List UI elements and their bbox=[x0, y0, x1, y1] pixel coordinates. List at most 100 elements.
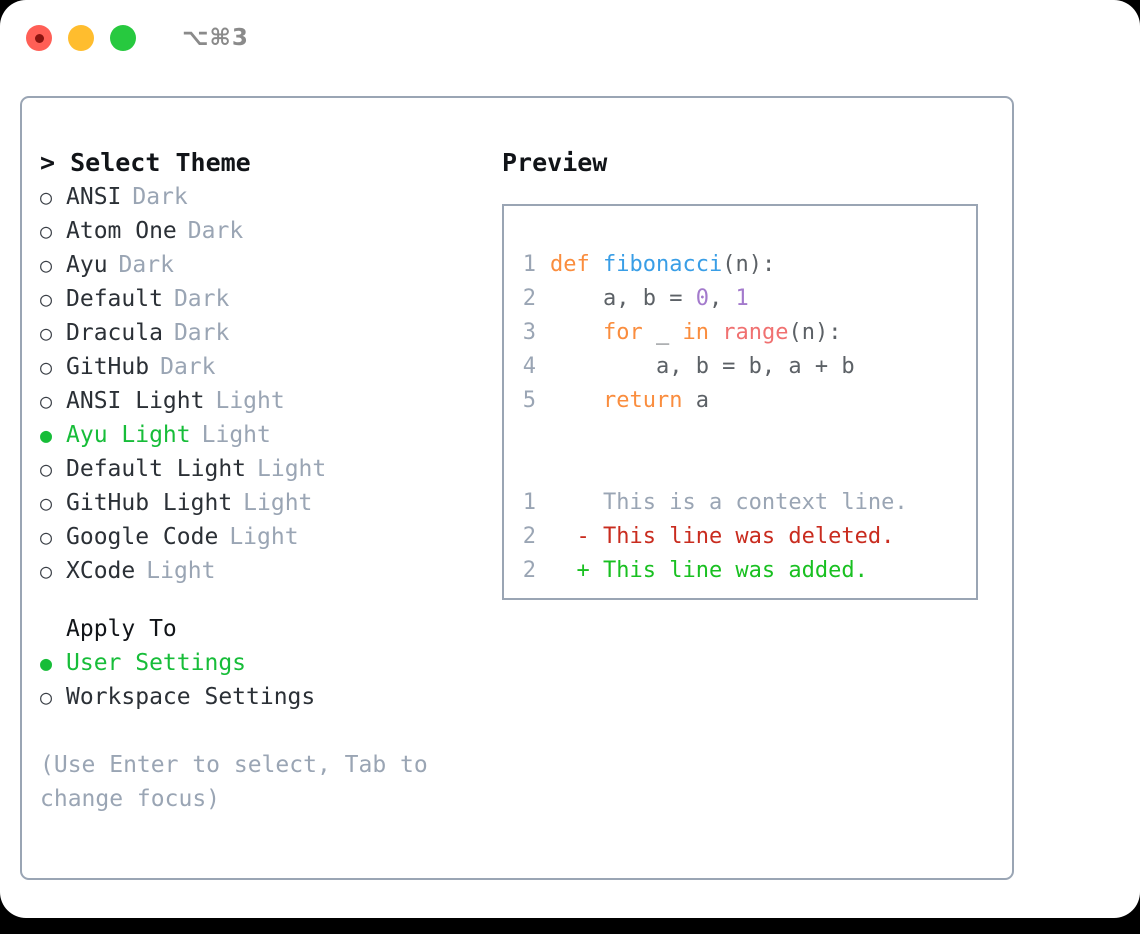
code-line-number: 3 bbox=[522, 320, 536, 345]
code-token-plain: _ bbox=[642, 320, 683, 345]
diff-line-text: This is a context line. bbox=[550, 490, 908, 515]
radio-unselected-icon: ○ bbox=[40, 219, 53, 243]
theme-variant-label: Light bbox=[215, 388, 285, 414]
radio-selected-icon: ● bbox=[40, 423, 53, 447]
theme-variant-label: Dark bbox=[173, 286, 230, 312]
code-line-number: 5 bbox=[522, 388, 536, 413]
radio-unselected-icon: ○ bbox=[40, 491, 53, 515]
theme-variant-label: Light bbox=[146, 558, 216, 584]
code-token-plain: a, b = b, a + b bbox=[550, 354, 855, 379]
code-token-plain bbox=[550, 388, 603, 413]
code-token-plain: a, b = bbox=[550, 286, 696, 311]
theme-option-label: XCode bbox=[66, 558, 136, 584]
apply-to-option-label: Workspace Settings bbox=[66, 684, 316, 710]
theme-variant-label: Light bbox=[229, 524, 299, 550]
diff-line-ctx: 1 This is a context line. bbox=[504, 486, 976, 520]
apply-to-option-user-settings[interactable]: ● User Settings bbox=[40, 646, 480, 680]
theme-option-google-code[interactable]: ○ Google Code Light bbox=[40, 520, 480, 554]
theme-variant-label: Dark bbox=[187, 218, 244, 244]
diff-line-number: 2 bbox=[522, 524, 536, 549]
code-line-text: a, b = 0, 1 bbox=[550, 282, 749, 316]
code-token-plain bbox=[709, 320, 722, 345]
code-token-plain: a bbox=[682, 388, 709, 413]
theme-option-label: ANSI Light bbox=[66, 388, 205, 414]
code-token-plain bbox=[590, 252, 603, 277]
code-line-text: return a bbox=[550, 384, 709, 418]
radio-unselected-icon: ○ bbox=[40, 253, 53, 277]
keyboard-shortcut-label: ⌥⌘3 bbox=[182, 25, 249, 51]
code-token-kw: def bbox=[550, 252, 590, 277]
theme-option-dracula[interactable]: ○ Dracula Dark bbox=[40, 316, 480, 350]
code-line-number: 2 bbox=[522, 286, 536, 311]
code-token-kw: for bbox=[602, 320, 643, 345]
code-line: 5 return a bbox=[504, 384, 976, 418]
code-line: 2 a, b = 0, 1 bbox=[504, 282, 976, 316]
theme-option-label: Default Light bbox=[66, 456, 247, 482]
code-token-punct: (n): bbox=[788, 320, 842, 345]
theme-option-label: Default bbox=[66, 286, 163, 312]
theme-option-label: Google Code bbox=[66, 524, 219, 550]
code-token-punct: (n): bbox=[722, 252, 776, 277]
diff-line-text: - This line was deleted. bbox=[550, 524, 895, 549]
radio-unselected-icon: ○ bbox=[40, 525, 53, 549]
apply-to-option-workspace-settings[interactable]: ○Workspace Settings bbox=[40, 680, 480, 714]
theme-option-label: Dracula bbox=[66, 320, 163, 346]
close-button[interactable] bbox=[26, 25, 52, 51]
code-line-text: for _ in range(n): bbox=[550, 316, 841, 350]
radio-unselected-icon: ○ bbox=[40, 355, 53, 379]
radio-unselected-icon: ○ bbox=[40, 457, 53, 481]
theme-option-label: ANSI bbox=[66, 184, 122, 210]
title-bar: ⌥⌘3 bbox=[0, 0, 1140, 76]
diff-line-del: 2 - This line was deleted. bbox=[504, 520, 976, 554]
code-token-plain: , bbox=[708, 286, 736, 311]
apply-to-option-label: User Settings bbox=[66, 650, 247, 676]
diff-line-number: 1 bbox=[522, 490, 536, 515]
theme-variant-label: Dark bbox=[160, 354, 216, 380]
window-controls bbox=[26, 25, 136, 51]
theme-option-ansi-light[interactable]: ○ ANSI Light Light bbox=[40, 384, 480, 418]
radio-unselected-icon: ○ bbox=[40, 321, 53, 345]
theme-variant-label: Dark bbox=[173, 320, 230, 346]
code-token-kw: return bbox=[602, 388, 683, 413]
radio-unselected-icon: ○ bbox=[40, 185, 53, 209]
radio-unselected-icon: ○ bbox=[40, 559, 53, 583]
code-line-number: 4 bbox=[522, 354, 536, 379]
theme-option-github[interactable]: ○ GitHub Dark bbox=[40, 350, 480, 384]
diff-line-number: 2 bbox=[522, 558, 536, 583]
radio-unselected-icon: ○ bbox=[40, 389, 53, 413]
theme-option-label: Ayu bbox=[66, 252, 108, 278]
code-line-text: a, b = b, a + b bbox=[550, 350, 855, 384]
apply-to-list[interactable]: ● User Settings ○Workspace Settings bbox=[40, 646, 480, 714]
code-token-num: 0 bbox=[695, 286, 709, 311]
select-theme-heading: > Select Theme bbox=[40, 148, 251, 177]
code-line-text: def fibonacci(n): bbox=[550, 248, 775, 282]
maximize-button[interactable] bbox=[110, 25, 136, 51]
diff-line-text: + This line was added. bbox=[550, 558, 868, 583]
theme-option-xcode[interactable]: ○ XCode Light bbox=[40, 554, 480, 588]
apply-to-heading: Apply To bbox=[66, 616, 177, 642]
code-line: 4 a, b = b, a + b bbox=[504, 350, 976, 384]
code-token-plain bbox=[550, 320, 603, 345]
theme-option-label: GitHub bbox=[66, 354, 150, 380]
keyboard-hint: (Use Enter to select, Tab to change focu… bbox=[40, 752, 442, 812]
theme-variant-label: Light bbox=[201, 422, 271, 448]
theme-option-default-light[interactable]: ○ Default Light Light bbox=[40, 452, 480, 486]
diff-sample: 1 This is a context line.2 - This line w… bbox=[504, 486, 976, 588]
diff-line-add: 2 + This line was added. bbox=[504, 554, 976, 588]
theme-variant-label: Light bbox=[257, 456, 327, 482]
code-token-kw: in bbox=[682, 320, 709, 345]
code-line-number: 1 bbox=[522, 252, 536, 277]
radio-selected-icon: ● bbox=[40, 651, 53, 675]
minimize-button[interactable] bbox=[68, 25, 94, 51]
